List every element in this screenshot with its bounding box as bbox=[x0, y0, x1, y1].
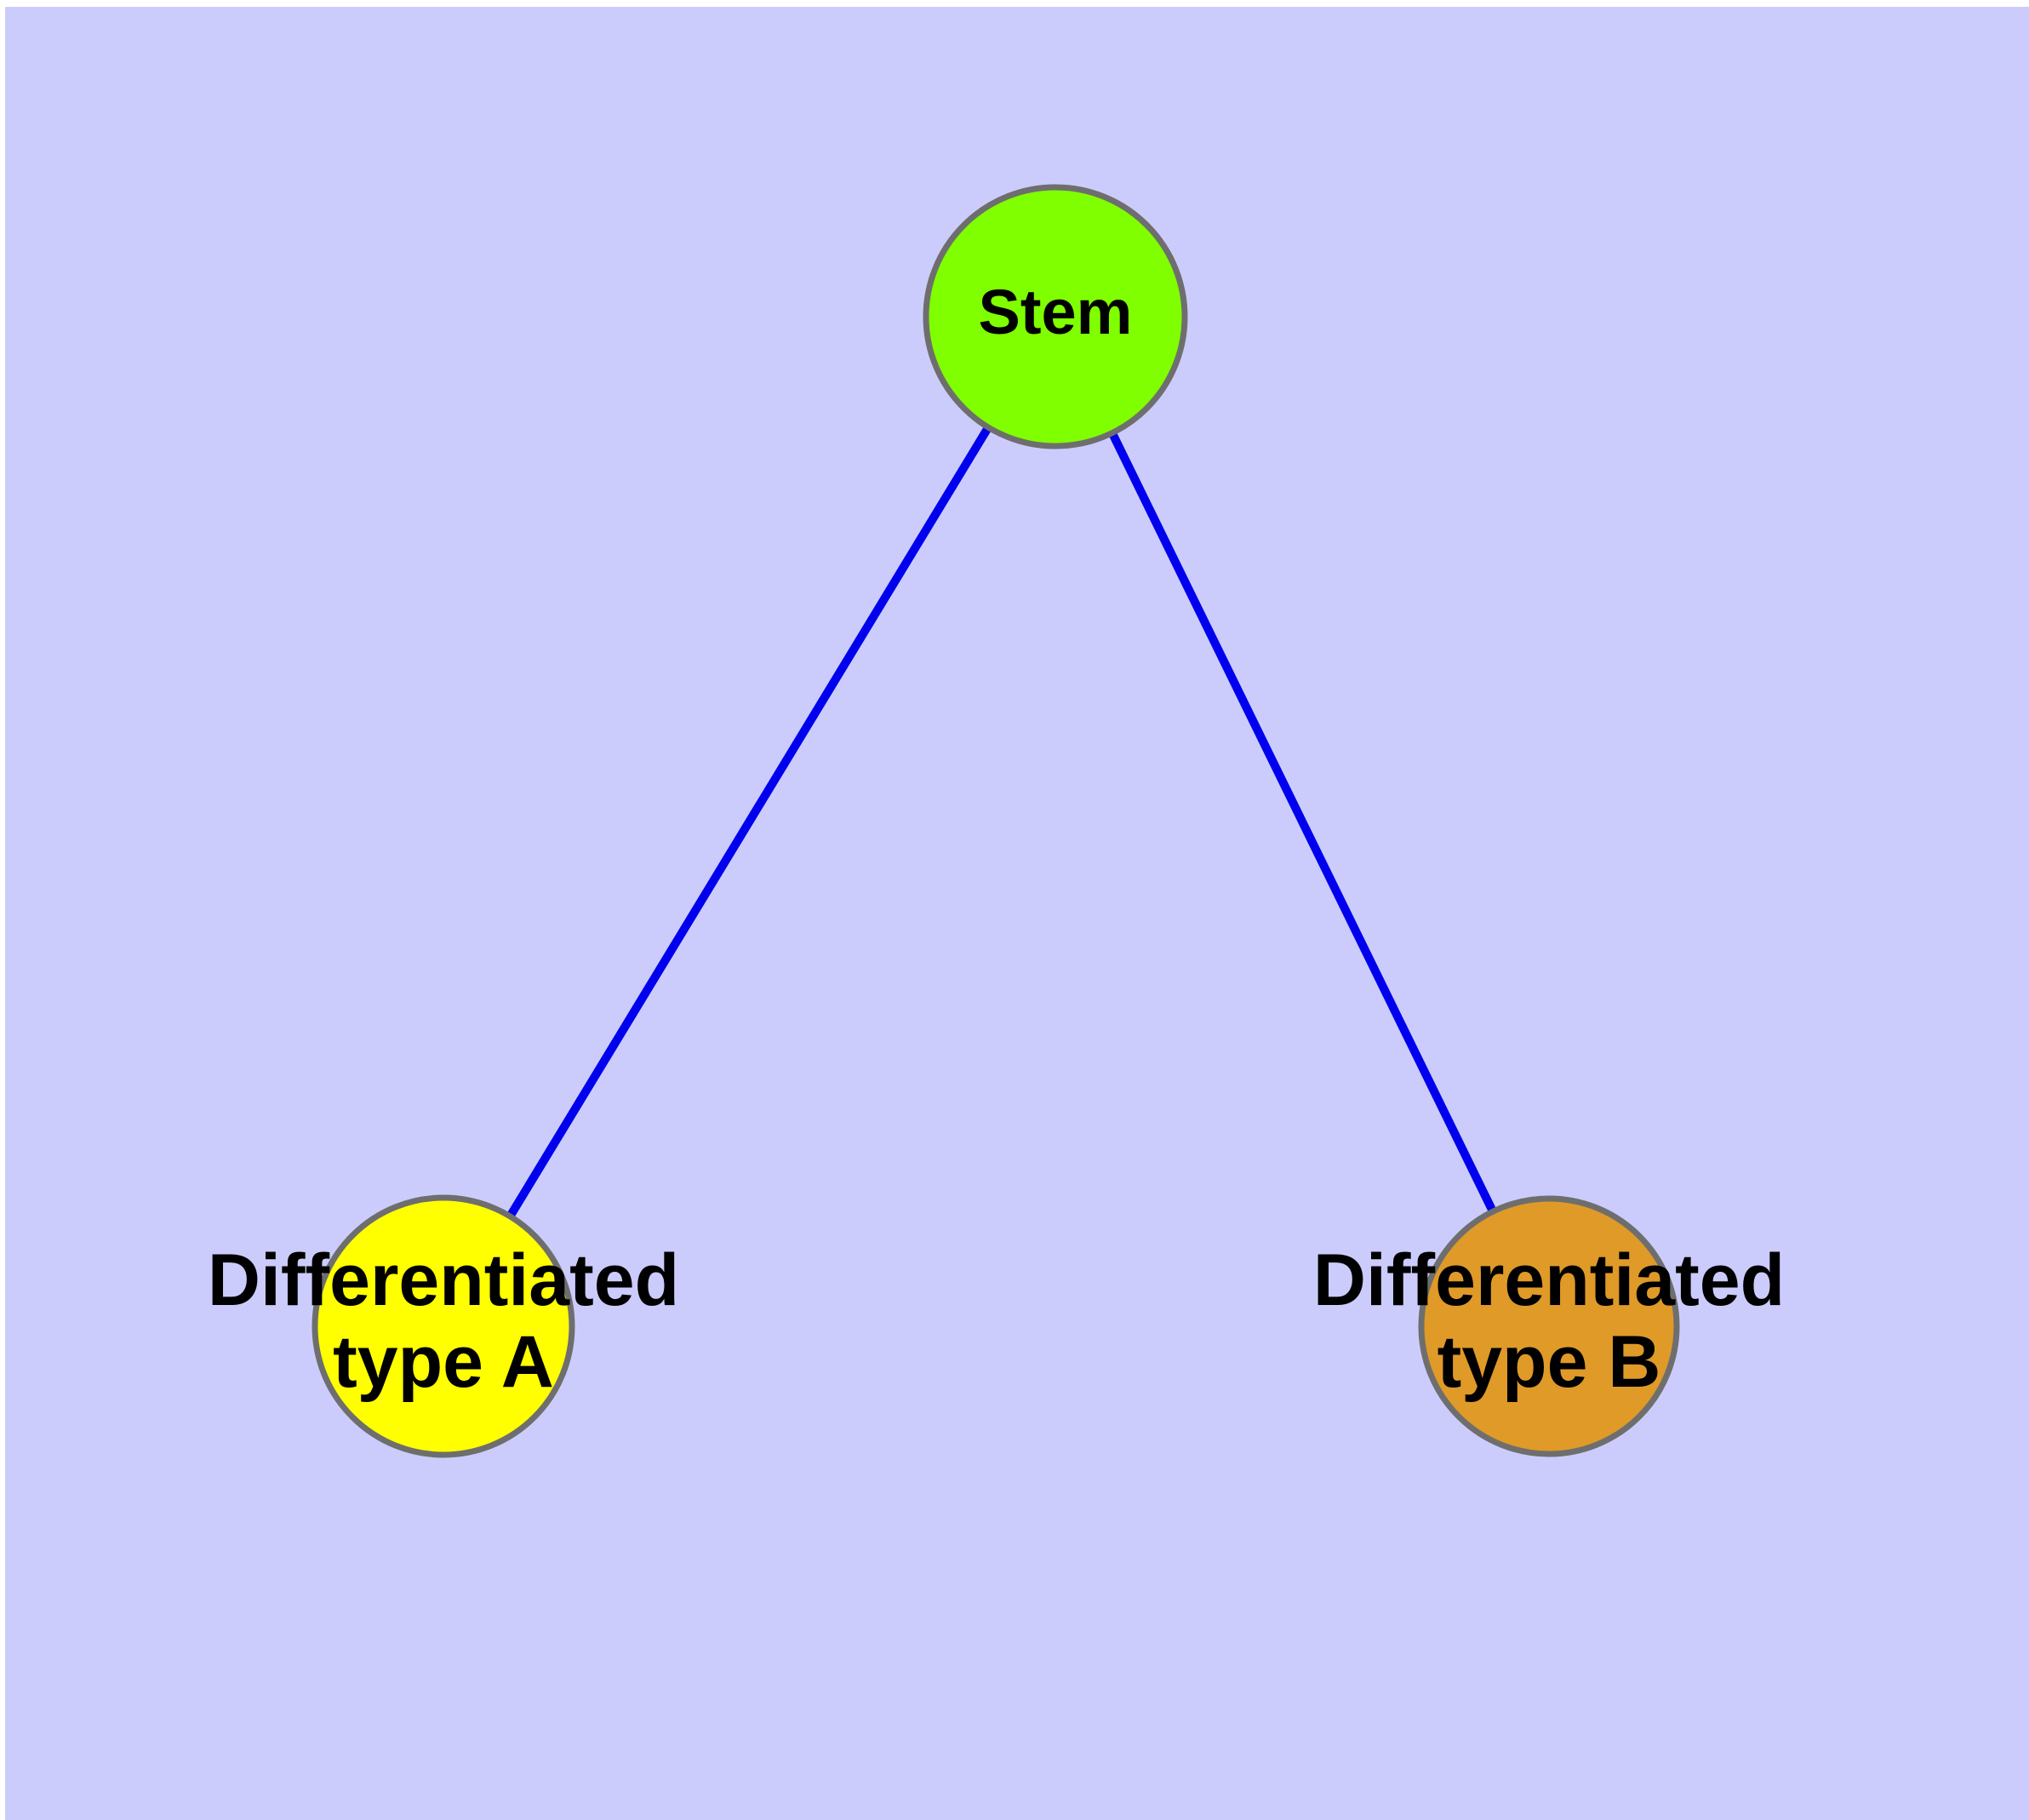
edges-layer bbox=[506, 425, 1497, 1219]
label-line: Stem bbox=[979, 277, 1133, 347]
node-stem-circle[interactable] bbox=[923, 184, 1188, 449]
edge-stem-to-differentiated-type-b[interactable] bbox=[1108, 431, 1497, 1214]
node-differentiated-type-a-circle[interactable] bbox=[311, 1194, 575, 1458]
node-stem[interactable]: Stem bbox=[923, 184, 1188, 449]
label-line: Differentiated bbox=[1313, 1239, 1785, 1321]
label-line: type B bbox=[1437, 1321, 1661, 1403]
edge-stem-to-differentiated-type-a[interactable] bbox=[506, 425, 992, 1219]
label-line: Differentiated bbox=[208, 1239, 679, 1321]
node-stem-label: Stem bbox=[979, 277, 1133, 347]
node-differentiated-type-b-circle[interactable] bbox=[1418, 1195, 1680, 1457]
label-line: type A bbox=[333, 1321, 554, 1403]
